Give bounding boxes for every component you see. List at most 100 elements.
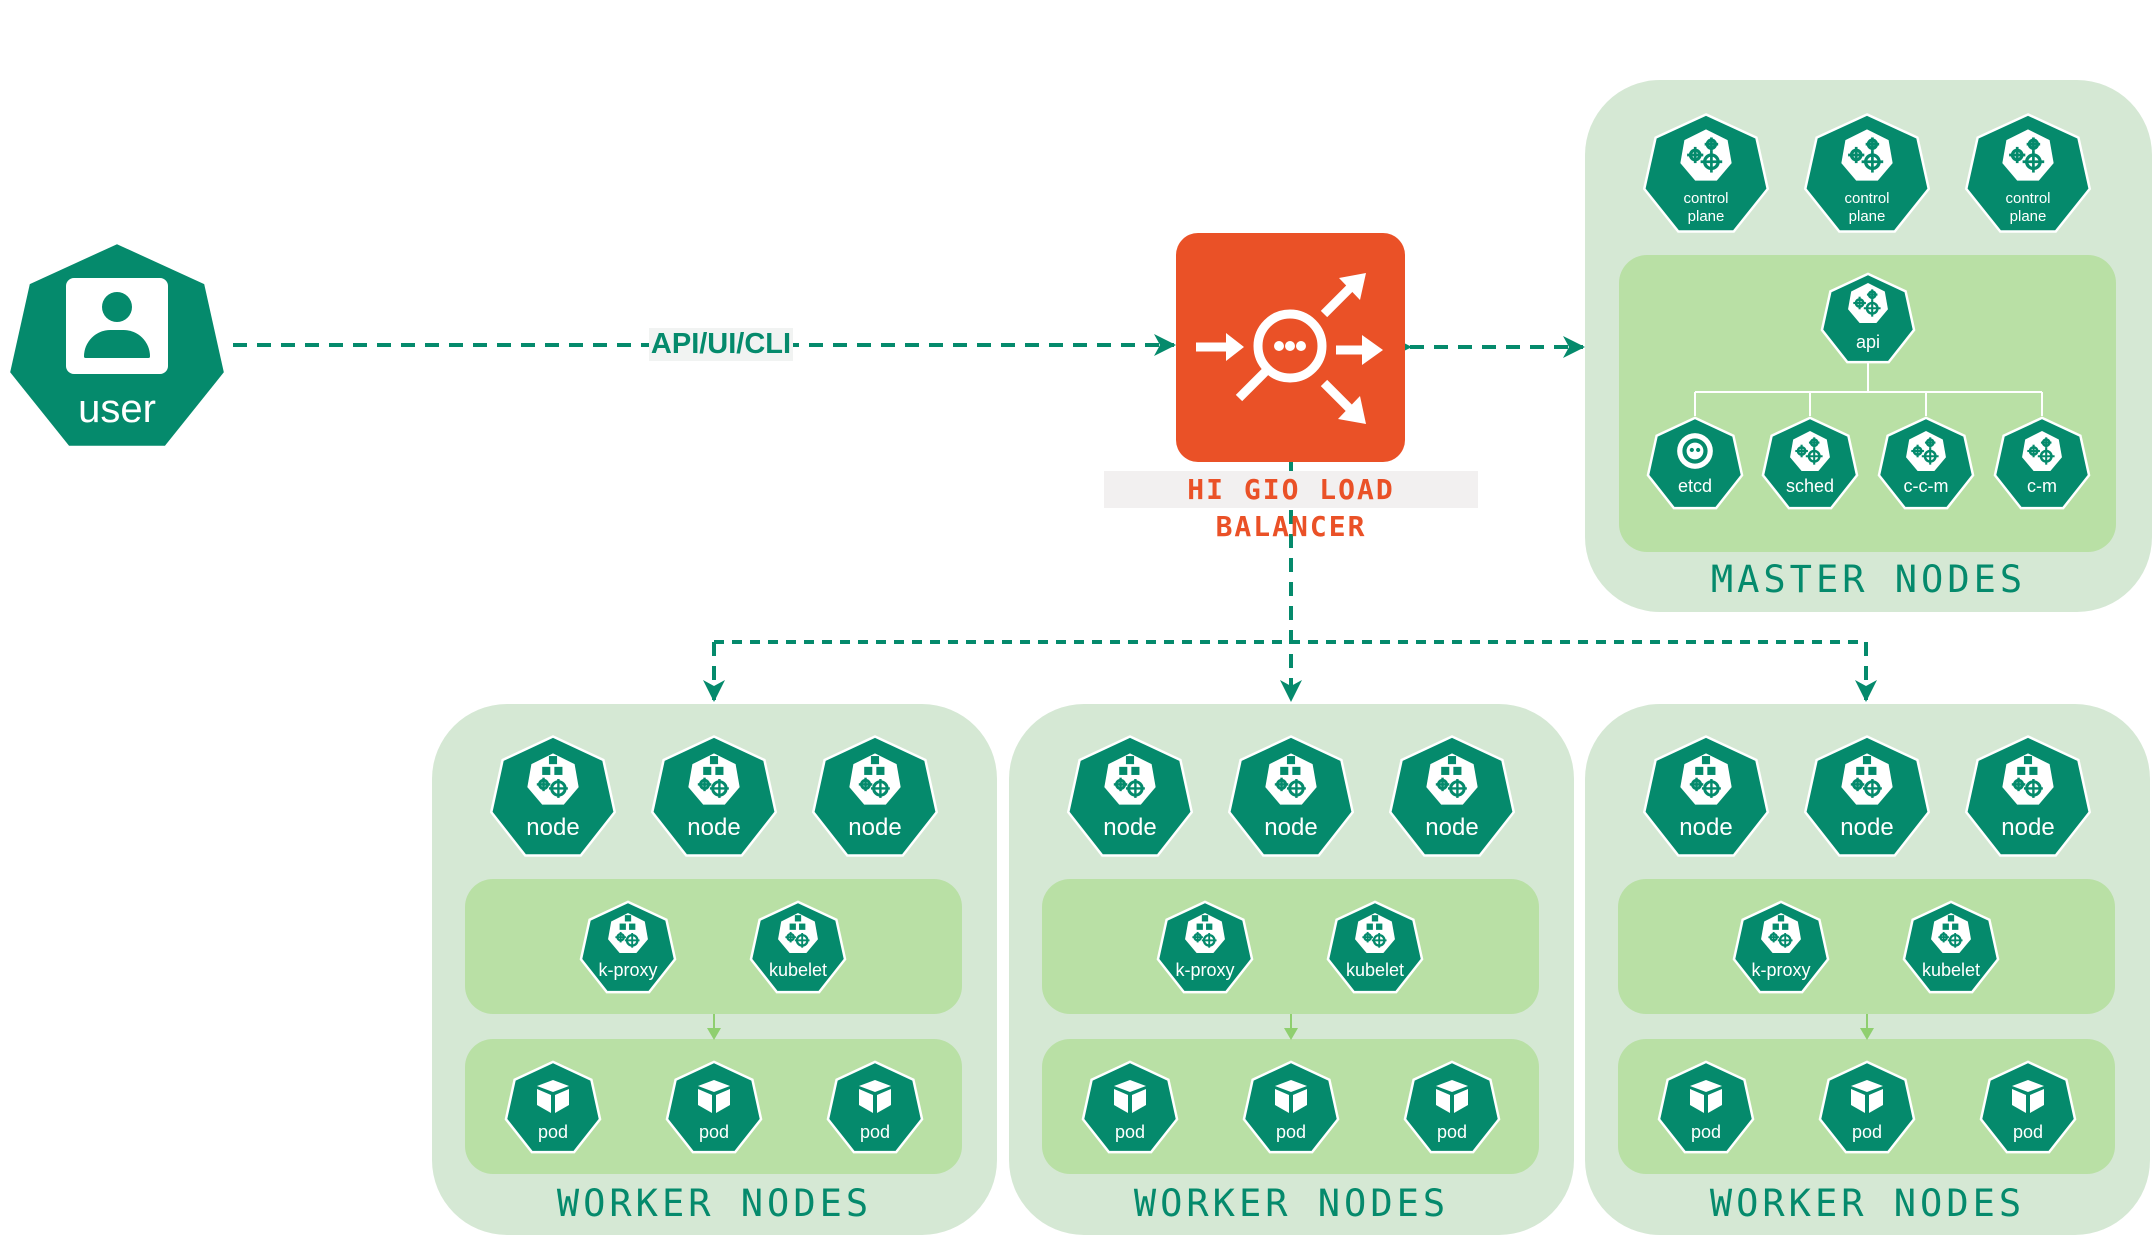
pod-icon — [694, 1076, 734, 1116]
worker-nodes-title: WORKER NODES — [556, 1182, 873, 1225]
heptagon-shape — [666, 1060, 762, 1154]
worker-nodes-title: WORKER NODES — [1709, 1182, 2026, 1225]
pod[interactable]: pod — [1980, 1060, 2076, 1154]
component-label: c-m — [2027, 476, 2057, 496]
node-icon — [1930, 912, 1972, 954]
node-label: node — [1679, 814, 1733, 841]
node-icon — [848, 752, 902, 806]
node-icon — [1103, 752, 1157, 806]
node-label: node — [1103, 814, 1157, 841]
agent-label: kubelet — [768, 960, 828, 980]
node-label: node — [526, 814, 580, 841]
agents-to-pods-arrow — [1860, 1014, 1874, 1040]
worker-node[interactable]: node — [1389, 734, 1515, 858]
load-balancer[interactable] — [1176, 233, 1405, 462]
pod-label: pod — [1690, 1122, 1722, 1142]
worker-agent-k-proxy[interactable]: k-proxy — [580, 900, 676, 994]
control-plane-label: control — [2005, 190, 2051, 207]
api-server-node[interactable]: api — [1821, 272, 1915, 364]
control-plane-label: plane — [1848, 208, 1886, 225]
worker-node[interactable]: node — [812, 734, 938, 858]
heptagon-shape — [505, 1060, 601, 1154]
master-component-etcd[interactable]: etcd — [1647, 416, 1743, 510]
worker-node[interactable]: node — [1965, 734, 2091, 858]
pod[interactable]: pod — [1819, 1060, 1915, 1154]
worker-agents-group — [1618, 879, 2115, 1014]
node-label: node — [2001, 814, 2055, 841]
worker-nodes-title: WORKER NODES — [1133, 1182, 1450, 1225]
pod-icon — [1110, 1076, 1150, 1116]
worker-node[interactable]: node — [1804, 734, 1930, 858]
worker-agents-group — [1042, 879, 1539, 1014]
control-plane-label: plane — [2009, 208, 2047, 225]
pod-label: pod — [859, 1122, 891, 1142]
node-icon — [2001, 752, 2055, 806]
agent-label: kubelet — [1345, 960, 1405, 980]
connection-label: API/UI/CLI — [649, 328, 793, 361]
pod-label: pod — [1114, 1122, 1146, 1142]
pod-icon — [1432, 1076, 1472, 1116]
worker-agent-kubelet[interactable]: kubelet — [1327, 900, 1423, 994]
heptagon-shape — [1658, 1060, 1754, 1154]
load-balancer-icon — [1196, 273, 1383, 424]
node-label: node — [848, 814, 902, 841]
control-plane-label: control — [1683, 190, 1729, 207]
node-icon — [1760, 912, 1802, 954]
master-component-c-c-m[interactable]: c-c-m — [1878, 416, 1974, 510]
worker-agent-k-proxy[interactable]: k-proxy — [1157, 900, 1253, 994]
heptagon-shape — [1819, 1060, 1915, 1154]
pod-icon — [1271, 1076, 1311, 1116]
master-component-c-m[interactable]: c-m — [1994, 416, 2090, 510]
user-account-icon — [66, 278, 168, 374]
control-plane-label: plane — [1687, 208, 1725, 225]
pod[interactable]: pod — [505, 1060, 601, 1154]
pod-label: pod — [1275, 1122, 1307, 1142]
pod[interactable]: pod — [1404, 1060, 1500, 1154]
pod[interactable]: pod — [1243, 1060, 1339, 1154]
worker-node[interactable]: node — [490, 734, 616, 858]
component-label: sched — [1785, 476, 1835, 496]
worker-node[interactable]: node — [1228, 734, 1354, 858]
node-icon — [1184, 912, 1226, 954]
pod[interactable]: pod — [666, 1060, 762, 1154]
gears-icon — [1847, 282, 1889, 324]
worker-agents-group — [465, 879, 962, 1014]
gears-icon — [2021, 430, 2063, 472]
heptagon-shape — [827, 1060, 923, 1154]
gears-icon — [1789, 430, 1831, 472]
pod-icon — [2008, 1076, 2048, 1116]
worker-node[interactable]: node — [1643, 734, 1769, 858]
worker-agent-kubelet[interactable]: kubelet — [750, 900, 846, 994]
worker-node[interactable]: node — [651, 734, 777, 858]
heptagon-shape — [1980, 1060, 2076, 1154]
pod[interactable]: pod — [1658, 1060, 1754, 1154]
worker-agent-kubelet[interactable]: kubelet — [1903, 900, 1999, 994]
pod-label: pod — [537, 1122, 569, 1142]
gears-icon — [1679, 128, 1733, 182]
agents-to-pods-arrow — [1284, 1014, 1298, 1040]
node-label: node — [1264, 814, 1318, 841]
pod-label: pod — [698, 1122, 730, 1142]
node-icon — [1840, 752, 1894, 806]
node-icon — [1354, 912, 1396, 954]
component-label: c-c-m — [1903, 476, 1949, 496]
etcd-icon — [1674, 430, 1716, 472]
agent-label: k-proxy — [598, 960, 658, 980]
node-label: node — [1425, 814, 1479, 841]
master-component-sched[interactable]: sched — [1762, 416, 1858, 510]
pod[interactable]: pod — [1082, 1060, 1178, 1154]
pod-label: pod — [1851, 1122, 1883, 1142]
pod[interactable]: pod — [827, 1060, 923, 1154]
worker-agent-k-proxy[interactable]: k-proxy — [1733, 900, 1829, 994]
user-label: user — [78, 387, 156, 431]
worker-node[interactable]: node — [1067, 734, 1193, 858]
user-actor[interactable]: user — [8, 240, 226, 450]
pod-icon — [855, 1076, 895, 1116]
component-label: etcd — [1677, 476, 1713, 496]
agents-to-pods-arrow — [707, 1014, 721, 1040]
heptagon-shape — [1404, 1060, 1500, 1154]
pod-icon — [1847, 1076, 1887, 1116]
